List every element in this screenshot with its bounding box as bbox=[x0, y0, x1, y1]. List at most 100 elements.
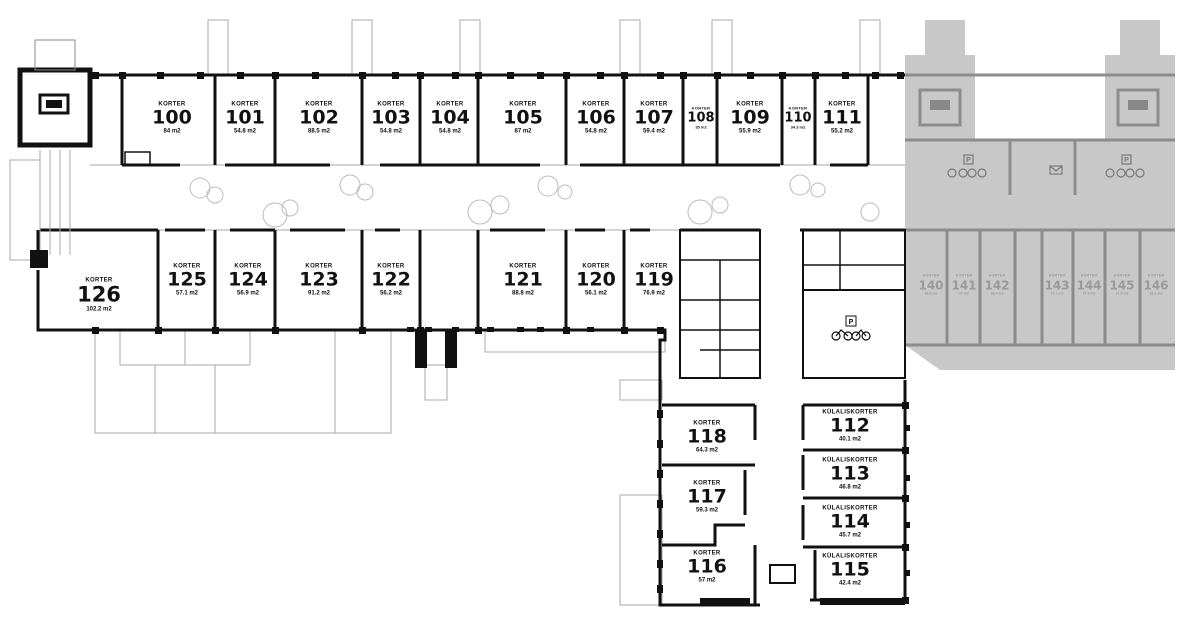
room-area: 56.2 m2 bbox=[379, 290, 403, 297]
window-pier bbox=[563, 327, 570, 334]
window-pier bbox=[597, 72, 604, 79]
room-type: KORTER bbox=[377, 263, 405, 270]
window-pier bbox=[475, 327, 482, 334]
room-area: 54.8 m2 bbox=[438, 128, 462, 135]
window-pier bbox=[537, 327, 544, 332]
window-pier bbox=[517, 327, 524, 332]
room-type: KORTER bbox=[693, 550, 721, 557]
window-pier bbox=[904, 425, 910, 431]
room-area: 64.3 m2 bbox=[695, 447, 719, 454]
parking-sign-inactive: P bbox=[966, 157, 971, 164]
parking-sign: P bbox=[849, 319, 854, 326]
room-type: KORTER bbox=[828, 101, 856, 108]
room-type: KORTER bbox=[691, 105, 711, 111]
room-number: 120 bbox=[576, 268, 616, 291]
window-pier bbox=[272, 327, 279, 334]
room-type: KORTER bbox=[509, 263, 537, 270]
window-pier bbox=[902, 402, 909, 409]
room-number: 106 bbox=[576, 106, 616, 129]
room-area: 46.8 m2 bbox=[838, 484, 862, 491]
window-pier bbox=[487, 327, 494, 332]
room-type: KORTER bbox=[736, 101, 764, 108]
room-type: KORTER bbox=[582, 101, 610, 108]
window-pier bbox=[842, 72, 849, 79]
room-area: 56.1 m2 bbox=[584, 290, 608, 297]
window-piers bbox=[92, 72, 910, 605]
window-pier bbox=[779, 72, 786, 79]
room-number: 103 bbox=[371, 106, 411, 129]
room-area: 59.3 m2 bbox=[695, 507, 719, 514]
room-type: KÜLALISKORTER bbox=[822, 457, 878, 464]
window-pier bbox=[587, 327, 594, 332]
window-pier bbox=[657, 327, 664, 334]
room-type: KORTER bbox=[693, 420, 721, 427]
window-pier bbox=[820, 598, 905, 605]
room-number: 121 bbox=[503, 268, 543, 291]
walls bbox=[36, 73, 907, 607]
room-type: KORTER bbox=[234, 263, 262, 270]
corridor-trees bbox=[189, 174, 880, 228]
window-pier bbox=[657, 500, 663, 508]
left-tower bbox=[17, 39, 457, 368]
room-number: 108 bbox=[687, 110, 715, 126]
window-pier bbox=[621, 327, 628, 334]
room-number: 144 bbox=[1076, 278, 1102, 292]
room-number: 110 bbox=[784, 110, 812, 126]
room-area: 37.8 m2 bbox=[1115, 291, 1129, 295]
window-pier bbox=[904, 475, 910, 481]
window-pier bbox=[657, 72, 664, 79]
room-number: 145 bbox=[1109, 278, 1135, 292]
bike-parking-inactive bbox=[947, 154, 1145, 178]
window-pier bbox=[700, 598, 750, 605]
window-pier bbox=[92, 327, 99, 334]
room-type: KORTER bbox=[1147, 273, 1165, 278]
window-pier bbox=[563, 72, 570, 79]
room-type: KORTER bbox=[693, 480, 721, 487]
room-area: 40.1 m2 bbox=[838, 436, 862, 443]
window-pier bbox=[657, 440, 663, 448]
room-number: 104 bbox=[430, 106, 470, 129]
window-pier bbox=[657, 410, 663, 418]
room-area: 38.6 m2 bbox=[924, 291, 938, 295]
parking-sign-inactive: P bbox=[1124, 157, 1129, 164]
room-area: 54.8 m2 bbox=[379, 128, 403, 135]
window-pier bbox=[507, 72, 514, 79]
room-area: 37.8 m2 bbox=[1082, 291, 1096, 295]
room-area: 54.8 m2 bbox=[233, 128, 257, 135]
room-type: KORTER bbox=[231, 101, 259, 108]
window-pier bbox=[904, 522, 910, 528]
room-area: 54.8 m2 bbox=[584, 128, 608, 135]
